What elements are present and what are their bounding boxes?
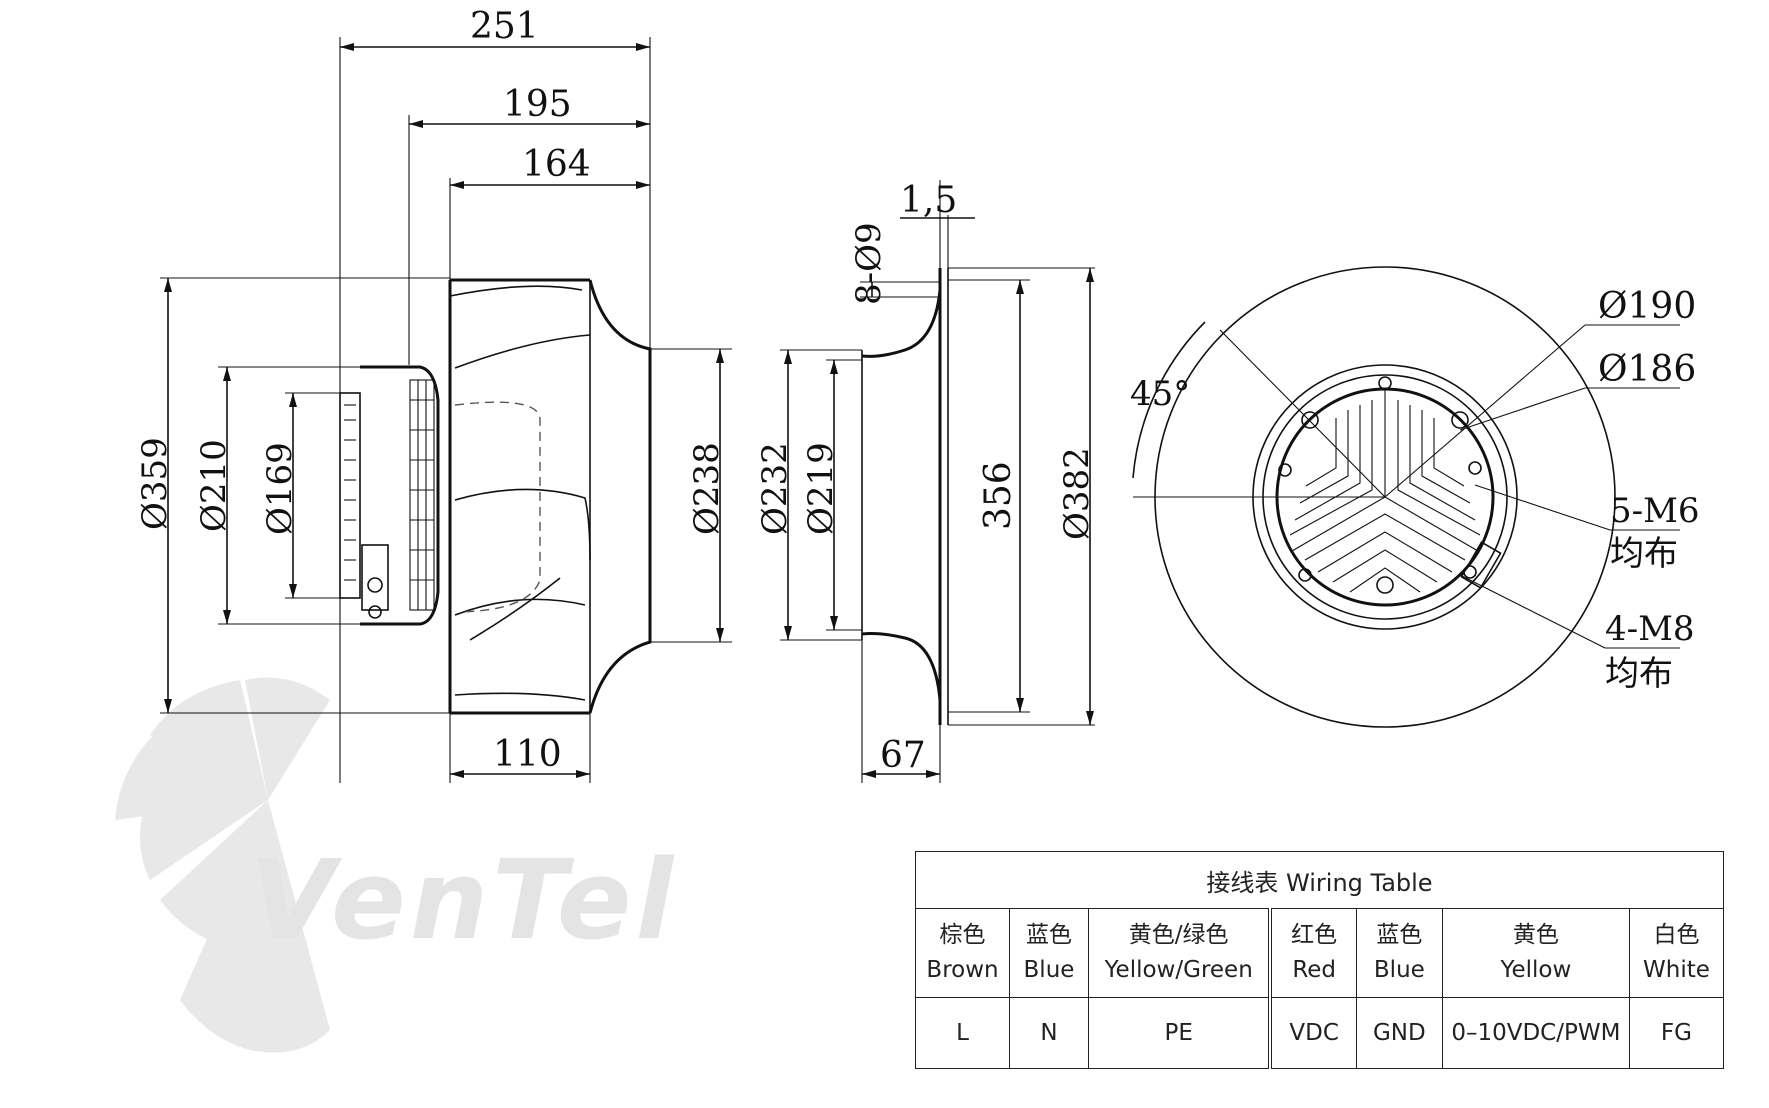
wire-value-fg: FG (1628, 997, 1725, 1069)
fan-logo-icon (115, 677, 330, 1053)
dim-110: 110 (493, 734, 562, 775)
watermark-brand-text: VenTel (250, 836, 677, 964)
wire-head-blue-2: 蓝色 Blue (1355, 908, 1443, 998)
dim-169: Ø169 (260, 442, 300, 535)
front-view: 45° Ø190 Ø186 5-M6 均布 4-M8 均布 (1130, 266, 1700, 728)
wire-head-en: White (1643, 957, 1710, 983)
dim-pcd-186: Ø186 (1598, 349, 1696, 390)
wire-head-cn: 黄色/绿色 (1128, 922, 1229, 948)
dim-356: 356 (978, 461, 1019, 530)
wire-head-cn: 白色 (1653, 922, 1700, 948)
wire-head-en: Blue (1023, 957, 1075, 983)
wire-head-cn: 蓝色 (1376, 922, 1423, 948)
dim-flange: 1,5 (900, 180, 957, 221)
wire-head-blue: 蓝色 Blue (1009, 908, 1089, 998)
wire-head-cn: 红色 (1291, 922, 1338, 948)
section-view: 1,5 8-Ø9 Ø232 Ø219 356 Ø382 (755, 180, 1097, 783)
dim-219: Ø219 (801, 442, 841, 535)
wire-value-gnd: GND (1355, 997, 1443, 1069)
wire-head-yellow: 黄色 Yellow (1441, 908, 1630, 998)
wire-head-en: Yellow (1500, 957, 1572, 983)
wire-head-cn: 黄色 (1512, 922, 1559, 948)
wire-head-en: Red (1292, 957, 1337, 983)
watermark: VenTel (115, 677, 677, 1053)
wire-head-red: 红色 Red (1268, 908, 1357, 998)
dim-195: 195 (503, 84, 572, 125)
dim-382: Ø382 (1057, 447, 1097, 540)
dim-359: Ø359 (135, 437, 175, 530)
dim-232: Ø232 (755, 442, 795, 535)
wire-head-en: Brown (926, 957, 999, 983)
dim-bolt-m8-note: 均布 (1605, 654, 1673, 694)
wire-head-en: Blue (1373, 957, 1425, 983)
dim-pcd-190: Ø190 (1598, 286, 1696, 327)
wire-value-signal: 0–10VDC/PWM (1441, 997, 1630, 1069)
wire-value-n: N (1009, 997, 1089, 1069)
dim-angle: 45° (1130, 374, 1190, 414)
wire-head-white: 白色 White (1628, 908, 1725, 998)
dim-251: 251 (470, 6, 539, 47)
wire-value-l: L (914, 997, 1011, 1069)
wire-head-yellow-green: 黄色/绿色 Yellow/Green (1087, 908, 1271, 998)
wire-head-cn: 棕色 (939, 922, 986, 948)
dim-210: Ø210 (194, 439, 234, 532)
wire-value-pe: PE (1087, 997, 1271, 1069)
wiring-table: 接线表 Wiring Table 棕色 Brown 蓝色 Blue 黄色/绿色 Yel… (914, 851, 1725, 1069)
wiring-table-title: 接线表 Wiring Table (915, 851, 1724, 909)
wire-head-en: Yellow/Green (1104, 957, 1253, 983)
wire-head-brown: 棕色 Brown (914, 908, 1011, 998)
wire-head-cn: 蓝色 (1025, 922, 1072, 948)
wire-value-vdc: VDC (1268, 997, 1357, 1069)
dim-238: Ø238 (687, 442, 727, 535)
side-view: 251 195 164 Ø359 Ø210 Ø169 Ø238 (135, 6, 732, 783)
dim-bolt-m8: 4-M8 (1605, 609, 1695, 649)
dim-holes: 8-Ø9 (849, 222, 889, 305)
dim-bolt-m6: 5-M6 (1610, 491, 1700, 531)
dim-67: 67 (880, 735, 926, 776)
dim-164: 164 (522, 144, 591, 185)
dim-bolt-m6-note: 均布 (1610, 534, 1678, 574)
